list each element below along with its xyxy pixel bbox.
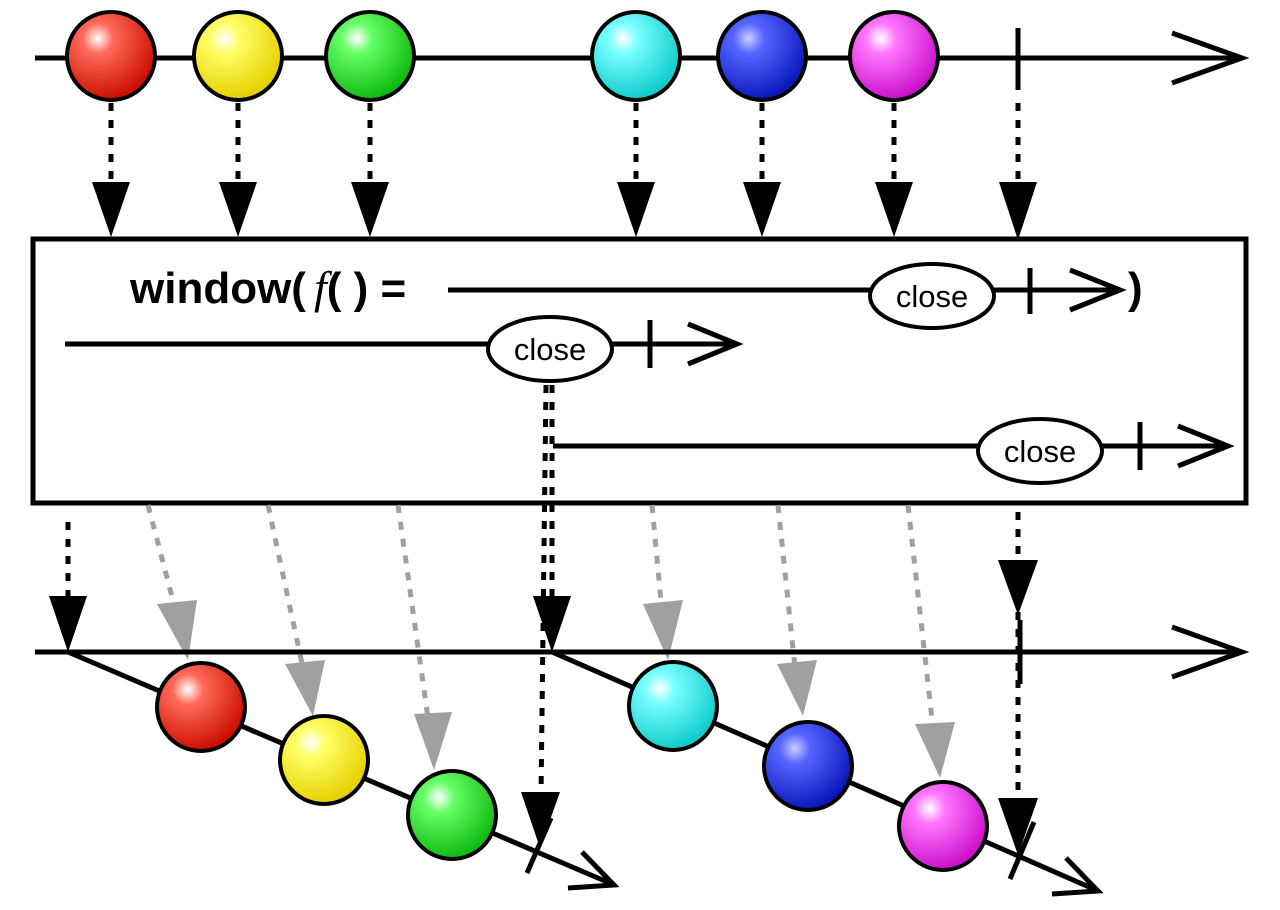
ghost-arrowhead-cyan [643,600,683,660]
window-2-complete-arrowhead [998,798,1038,855]
ghost-arrowhead-blue [777,660,817,716]
operator-title-prefix: window( [129,264,306,313]
window-2-marble-cyan [627,660,719,752]
input-arrowhead-blue [743,182,781,237]
window-1-marble-green [406,769,498,861]
closing-func-close-label: close [896,279,968,314]
input-arrowhead-magenta [875,182,913,237]
ghost-arrow-cyan [649,504,665,613]
ghost-arrows [145,504,936,729]
output-timeline-arrowhead [1171,624,1250,680]
window-1-arrowhead [567,850,620,891]
inner-close-marble-1 [486,315,614,383]
window-2-arrowhead [1051,856,1104,897]
ghost-arrow-red [145,504,179,613]
window-2-completion-tick [1007,821,1037,880]
source-marble-magenta [848,10,940,102]
window-2-marbles [627,660,989,872]
window-1-marbles [155,661,498,861]
operator-box: window(f( ) = close ) close close [30,236,1249,506]
inner-close-label-2: close [1004,434,1076,469]
window-1-close-arrow [538,384,549,796]
source-timeline-arrowhead [1171,30,1250,86]
inner-close-marble-2 [976,417,1104,485]
operator-title-closing-paren: ) [1128,264,1143,313]
source-marble-green [324,10,416,102]
input-arrowhead-red [92,182,130,237]
closing-func-arrowhead [1069,267,1127,313]
input-arrowhead-green [351,182,389,237]
ghost-arrow-blue [775,504,798,669]
inner-close-arrowhead-2 [1177,423,1235,469]
source-marble-cyan [590,10,682,102]
source-marble-yellow [192,10,284,102]
ghost-arrow-yellow [265,504,306,669]
output-black-arrows [65,384,1021,800]
input-arrowhead-complete [999,182,1037,240]
window-2-marble-blue [762,720,854,812]
ghost-arrow-green [395,504,431,719]
window-1-close-arrowhead [521,792,560,848]
source-marble-blue [716,10,808,102]
source-marble-red [65,10,157,102]
inner-close-arrowhead-1 [687,321,744,367]
ghost-arrowhead-red [157,600,197,660]
operator-title: window(f( ) = [129,262,406,313]
closing-func-close-marble [868,262,996,330]
input-arrows [108,103,1021,188]
input-arrowheads [92,182,1037,240]
window-1-marble-red [155,661,247,753]
ghost-arrowhead-yellow [285,660,325,716]
input-arrowhead-yellow [219,182,257,237]
input-arrowhead-cyan [617,182,655,237]
final-complete-arrowhead [998,560,1038,615]
ghost-arrowheads [157,600,955,778]
output-black-arrowheads [49,560,1038,855]
ghost-arrow-magenta [905,504,936,729]
ghost-arrowhead-green [414,712,452,770]
source-marbles [65,10,940,102]
window-1-completion-tick [524,817,554,874]
ghost-arrowhead-magenta [915,722,955,778]
inner-close-label-1: close [514,332,586,367]
window-2-marble-magenta [897,780,989,872]
window-1-open-arrowhead [49,596,87,652]
window-2-open-arrowhead [533,596,571,652]
operator-title-suffix: ( ) = [327,264,406,313]
output-timeline [35,620,1250,684]
window-1-marble-yellow [278,714,370,806]
